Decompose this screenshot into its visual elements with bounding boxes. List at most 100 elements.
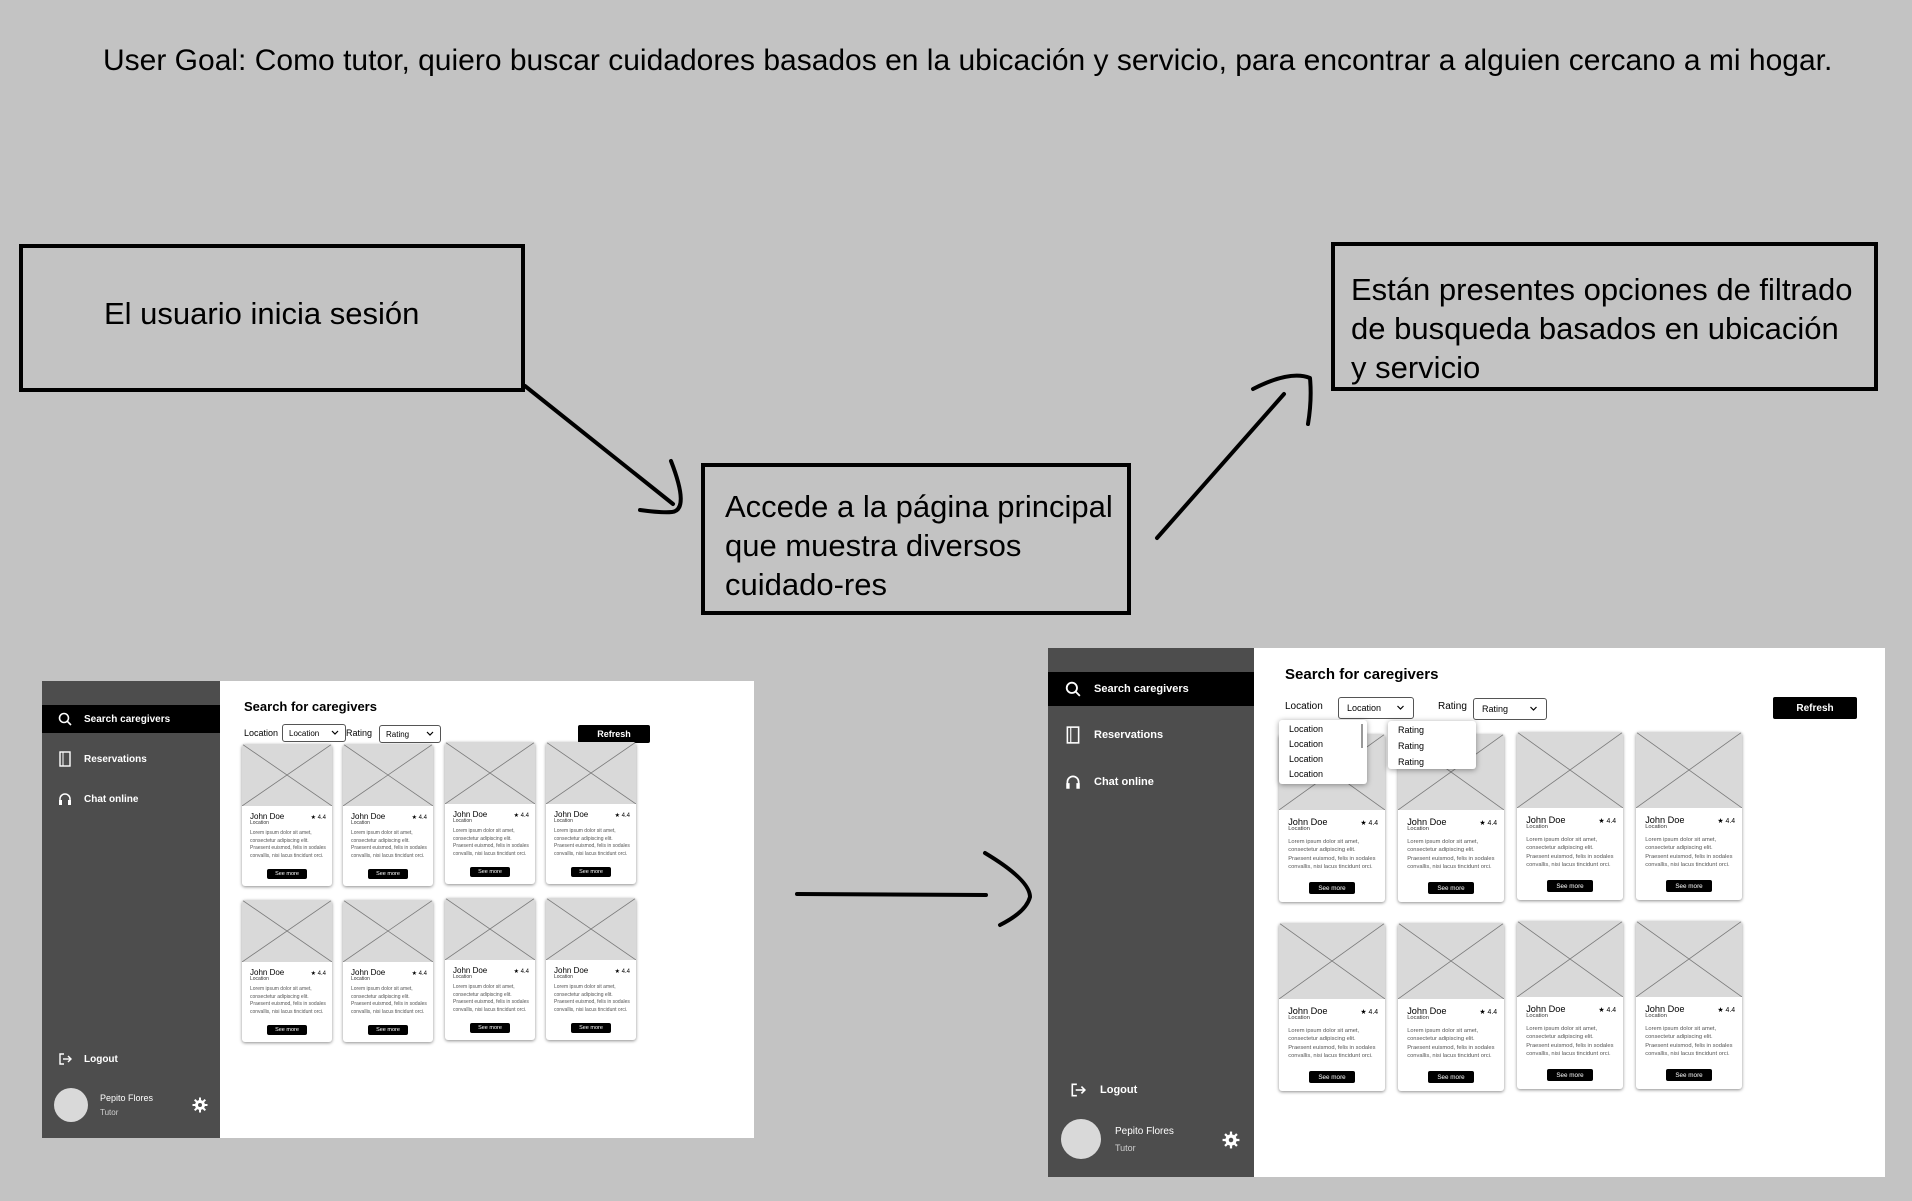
rating-value: 4.4 [1725,818,1736,826]
location-select-value: Location [289,728,320,738]
see-more-button[interactable]: See more [571,867,611,877]
arrow-screen-to-screen [795,892,988,897]
caregiver-rating: ★ 4.4 [615,968,630,975]
star-icon: ★ [1479,820,1488,828]
location-option[interactable]: Location [1289,724,1324,734]
nav-label-chat: Chat online [1094,776,1154,788]
see-more-button[interactable]: See more [1309,882,1355,894]
gear-icon[interactable] [192,1097,208,1113]
refresh-button[interactable]: Refresh [1773,697,1857,719]
caregiver-description: Lorem ipsum dolor sit amet, consectetur … [1526,1025,1614,1058]
nav-reservations[interactable]: Reservations [42,745,220,773]
caregiver-location: Location [250,976,269,982]
caregiver-description: Lorem ipsum dolor sit amet, consectetur … [1288,1027,1376,1060]
nav-chat-online[interactable]: Chat online [42,785,220,813]
nav-label-reservations: Reservations [1094,729,1164,741]
caregiver-description: Lorem ipsum dolor sit amet, consectetur … [453,984,529,1013]
image-placeholder-icon [1636,921,1742,997]
caregiver-rating: ★ 4.4 [1717,1006,1735,1014]
user-profile: Pepito Flores Tutor [1048,1118,1254,1160]
see-more-button[interactable]: See more [368,869,408,879]
rating-value: 4.4 [1368,820,1379,828]
see-more-button[interactable]: See more [1666,880,1712,892]
see-more-button[interactable]: See more [470,867,510,877]
see-more-button[interactable]: See more [571,1023,611,1033]
caregiver-photo-placeholder [1636,921,1742,997]
arrowhead-screen-to-screen [983,851,1032,927]
rating-select[interactable]: Rating [379,725,441,743]
image-placeholder-icon [1517,732,1623,808]
see-more-button[interactable]: See more [1428,1071,1474,1083]
rating-option[interactable]: Rating [1398,725,1425,735]
see-more-button[interactable]: See more [470,1023,510,1033]
caregiver-name: John Doe [250,812,285,821]
location-select[interactable]: Location [282,724,346,742]
see-more-button[interactable]: See more [267,869,307,879]
step-box-home: Accede a la página principal que muestra… [701,463,1131,615]
see-more-button[interactable]: See more [267,1025,307,1035]
see-more-button[interactable]: See more [1547,880,1593,892]
rating-value: 4.4 [1487,1009,1498,1017]
see-more-button[interactable]: See more [1666,1069,1712,1081]
location-option[interactable]: Location [1289,739,1324,749]
arrow-login-to-home [523,384,675,506]
caregiver-photo-placeholder [343,744,433,806]
rating-value: 4.4 [418,971,427,977]
avatar [1061,1119,1101,1159]
rating-value: 4.4 [520,813,529,819]
search-icon [1065,681,1081,697]
caregiver-location: Location [1288,1015,1310,1022]
caregiver-description: Lorem ipsum dolor sit amet, consectetur … [554,828,630,857]
nav-label-reservations: Reservations [84,753,147,765]
see-more-button[interactable]: See more [368,1025,408,1035]
caregiver-location: Location [1288,826,1310,833]
caregiver-rating: ★ 4.4 [514,968,529,975]
caregiver-location: Location [453,974,472,980]
chevron-down-icon [331,730,339,735]
caregiver-location: Location [250,820,269,826]
see-more-button[interactable]: See more [1547,1069,1593,1081]
rating-option[interactable]: Rating [1398,741,1425,751]
nav-search-caregivers[interactable]: Search caregivers [1048,672,1254,706]
caregiver-name: John Doe [1288,816,1328,827]
dropdown-scrollbar[interactable] [1361,724,1363,748]
rating-value: 4.4 [621,969,630,975]
caregiver-description: Lorem ipsum dolor sit amet, consectetur … [1526,836,1614,869]
star-icon: ★ [1360,820,1369,828]
caregiver-location: Location [1645,824,1667,831]
location-option[interactable]: Location [1289,769,1324,779]
rating-value: 4.4 [418,815,427,821]
caregiver-description: Lorem ipsum dolor sit amet, consectetur … [351,986,427,1015]
see-more-button[interactable]: See more [1309,1071,1355,1083]
rating-option[interactable]: Rating [1398,757,1425,767]
nav-reservations[interactable]: Reservations [1048,718,1254,752]
caregiver-rating: ★ 4.4 [412,970,427,977]
nav-label-chat: Chat online [84,793,139,805]
caregiver-photo-placeholder [1517,921,1623,997]
logout-icon [59,1053,72,1065]
step-box-filters: Están presentes opciones de filtrado de … [1331,242,1878,391]
rating-value: 4.4 [520,969,529,975]
caregiver-photo-placeholder [242,900,332,962]
refresh-button[interactable]: Refresh [578,725,650,743]
wireframe-home: Search caregivers Reservations Chat onli… [42,681,754,1138]
rating-value: 4.4 [1368,1009,1379,1017]
location-option[interactable]: Location [1289,754,1324,764]
rating-select[interactable]: Rating [1473,698,1547,720]
nav-chat-online[interactable]: Chat online [1048,765,1254,799]
gear-icon[interactable] [1222,1131,1240,1149]
location-select[interactable]: Location [1338,697,1414,719]
nav-logout[interactable]: Logout [1048,1078,1254,1102]
nav-label-logout: Logout [84,1053,118,1065]
avatar [54,1088,88,1122]
nav-logout[interactable]: Logout [42,1049,220,1069]
see-more-button[interactable]: See more [1428,882,1474,894]
caregiver-rating: ★ 4.4 [1479,1008,1497,1016]
caregiver-name: John Doe [453,810,488,819]
nav-search-caregivers[interactable]: Search caregivers [42,705,220,733]
caregiver-photo-placeholder [546,898,636,960]
star-icon: ★ [1598,1007,1607,1015]
